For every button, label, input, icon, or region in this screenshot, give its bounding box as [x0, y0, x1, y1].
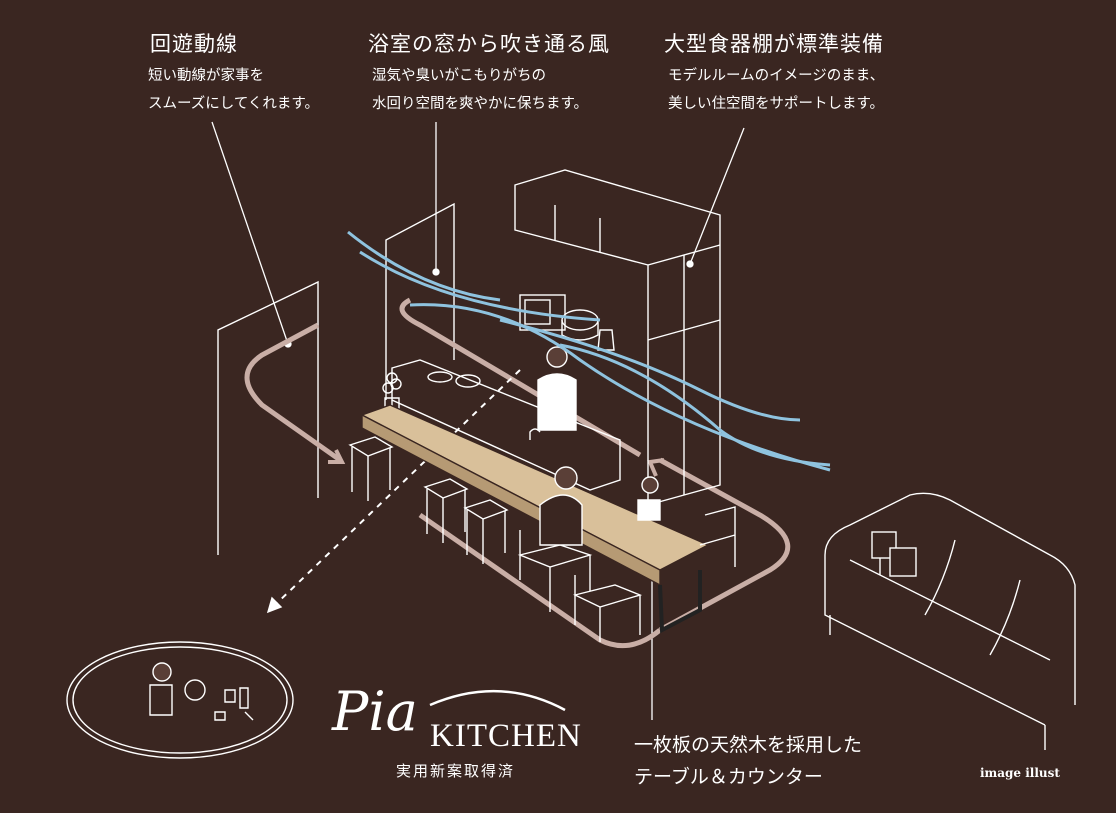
kettle: [597, 329, 615, 351]
feature-desc-line: スムーズにしてくれます。: [148, 96, 319, 112]
feature-title-circulation: 回遊動線: [150, 32, 238, 56]
dashed-arrow: [274, 369, 521, 606]
image-caption: image illust: [980, 766, 1060, 780]
dining-chairs: [517, 506, 736, 642]
feature-desc-line: モデルルームのイメージのまま、: [668, 68, 885, 84]
kitchen-island: [391, 359, 621, 491]
feature-desc-line: 湿気や臭いがこもりがちの: [372, 68, 546, 84]
wind-flow: [347, 230, 831, 472]
wall-panels: [217, 202, 455, 555]
arrow-head: [266, 596, 283, 614]
logo-word: KITCHEN: [430, 718, 582, 754]
person-child: [637, 476, 661, 521]
feature-desc-line: 美しい住空間をサポートします。: [668, 96, 885, 112]
feature-title-cupboard: 大型食器棚が標準装備: [664, 32, 884, 56]
logo-script: Pia: [332, 680, 418, 743]
person-mother: [539, 466, 583, 546]
feature-desc-line: 短い動線が家事を: [148, 68, 264, 84]
play-area: [66, 641, 294, 759]
table-note-line: テーブル＆カウンター: [634, 766, 823, 788]
feature-desc-line: 水回り空間を爽やかに保ちます。: [372, 96, 589, 112]
sofa: [824, 492, 1076, 750]
table-note-line: 一枚板の天然木を採用した: [634, 734, 863, 756]
logo-tagline: 実用新案取得済: [396, 762, 516, 780]
feature-title-wind: 浴室の窓から吹き通る風: [368, 32, 610, 56]
rice-cooker: [561, 309, 599, 341]
cupboard: [514, 169, 721, 506]
logo-swoosh: [429, 689, 566, 712]
person-cooking: [537, 346, 577, 431]
bar-stools: [348, 436, 509, 564]
